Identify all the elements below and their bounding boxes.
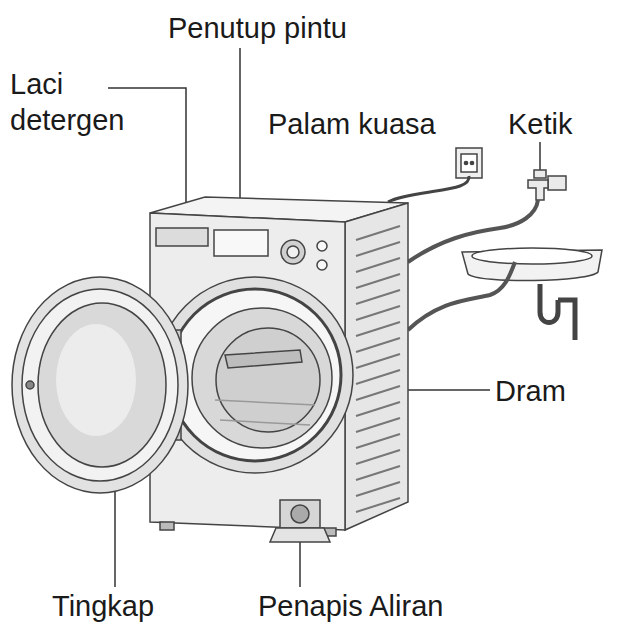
hoses-part — [408, 262, 515, 330]
part-label: Dram — [495, 373, 566, 409]
side-vents-part — [356, 290, 400, 304]
side-vents-part — [356, 434, 400, 448]
part-label: Penapis Aliran — [258, 588, 443, 624]
water-tap-part — [528, 180, 548, 200]
side-vents-part — [356, 226, 400, 240]
open-door-part — [12, 277, 188, 493]
open-door — [12, 277, 188, 493]
filter-cover-part — [291, 505, 309, 523]
filter-cover — [270, 500, 330, 542]
filter-cover-part — [280, 500, 320, 528]
open-door-part — [56, 324, 136, 436]
part-label: Ketik — [508, 106, 572, 142]
machine-body — [150, 197, 408, 536]
machine-body-part — [214, 230, 268, 256]
sink-part — [472, 248, 592, 264]
side-vents-part — [356, 482, 400, 496]
open-door-part — [38, 303, 166, 467]
side-vents-part — [356, 306, 400, 320]
door-opening-and-drum-part — [225, 350, 302, 368]
leader-lines — [108, 48, 540, 587]
sink — [462, 248, 602, 340]
hoses-part — [408, 200, 538, 262]
power-socket-part — [470, 161, 473, 164]
door-opening-and-drum-part — [220, 420, 310, 425]
side-vents-part — [356, 370, 400, 384]
side-vents-part — [356, 338, 400, 352]
power-socket-part — [461, 154, 477, 172]
side-vents-part — [356, 498, 400, 512]
door-opening-and-drum-part — [169, 289, 341, 461]
door-opening-and-drum-part — [216, 328, 320, 432]
power-socket — [388, 148, 482, 202]
part-label: Laci detergen — [10, 66, 130, 138]
door-opening-and-drum-part — [192, 308, 332, 448]
open-door-part — [22, 289, 178, 481]
side-vents-part — [356, 354, 400, 368]
hoses — [408, 200, 538, 330]
side-vents-part — [356, 418, 400, 432]
sink-part — [558, 300, 575, 340]
power-socket-part — [464, 161, 467, 164]
machine-body-part — [287, 246, 299, 258]
side-vents-part — [356, 274, 400, 288]
power-socket-part — [388, 176, 469, 202]
side-vents-part — [356, 242, 400, 256]
water-tap — [528, 170, 566, 200]
side-vents-part — [356, 450, 400, 464]
part-label: Penutup pintu — [168, 10, 347, 46]
machine-body-part — [156, 228, 208, 246]
water-tap-part — [534, 170, 546, 178]
door-opening-and-drum-part — [215, 400, 315, 405]
side-vents-part — [356, 466, 400, 480]
side-vents-part — [356, 402, 400, 416]
filter-cover-part — [270, 528, 330, 542]
part-label: Palam kuasa — [268, 106, 436, 142]
machine-body-part — [317, 241, 327, 251]
part-label: Tingkap — [52, 588, 154, 624]
side-vents-part — [356, 258, 400, 272]
power-socket-part — [456, 148, 482, 178]
water-tap-part — [548, 176, 566, 190]
sink-part — [540, 284, 558, 323]
open-door-part — [26, 381, 34, 389]
side-vents-part — [356, 386, 400, 400]
machine-body-part — [281, 240, 305, 264]
side-vents-part — [356, 322, 400, 336]
machine-body-part — [317, 260, 327, 270]
side-vents — [356, 226, 400, 512]
machine-body-part — [160, 522, 174, 530]
machine-body-part — [345, 203, 408, 530]
